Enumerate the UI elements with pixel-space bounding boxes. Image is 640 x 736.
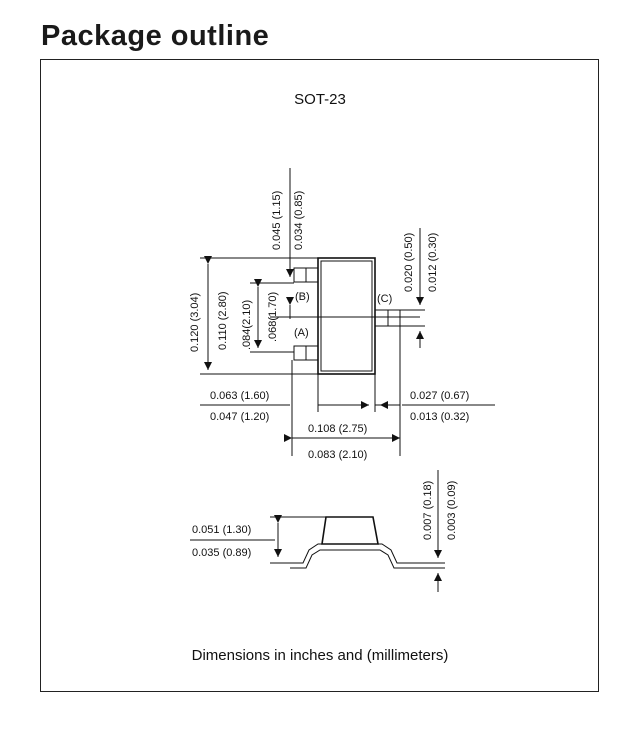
dim-height-min: 0.110 (2.80): [217, 291, 229, 350]
dim-lead-length-max: 0.027 (0.67): [410, 390, 469, 402]
side-leads-top: [290, 543, 405, 564]
dim-pitch-min: .068(1.70): [267, 292, 279, 342]
dim-lead-thickness-max: 0.007 (0.18): [422, 481, 434, 540]
pin-label-b: (B): [295, 291, 310, 303]
dim-lead-length-min: 0.013 (0.32): [410, 411, 469, 423]
section-heading: Package outline: [41, 20, 270, 52]
dim-body-width-min: 0.047 (1.20): [210, 411, 269, 423]
dim-height-max: 0.120 (3.04): [189, 293, 201, 352]
pin-label-a: (A): [294, 327, 309, 339]
dim-side-height-min: 0.035 (0.89): [192, 547, 251, 559]
dim-pitch-max: .084(2.10): [241, 300, 253, 350]
package-body: [317, 257, 376, 375]
side-leads-bottom: [290, 549, 405, 569]
dim-overall-width-min: 0.083 (2.10): [308, 449, 367, 461]
side-body: [321, 516, 379, 545]
dimensions-note: Dimensions in inches and (millimeters): [192, 647, 449, 664]
dim-body-width-max: 0.063 (1.60): [210, 390, 269, 402]
dim-lead-width-min: 0.034 (0.85): [293, 191, 305, 250]
package-name: SOT-23: [294, 91, 346, 108]
diagram-frame: [40, 59, 599, 692]
side-view: 0.051 (1.30) 0.035 (0.89) 0.007 (0.18) 0…: [190, 470, 458, 592]
dim-overall-width-max: 0.108 (2.75): [308, 423, 367, 435]
dim-lead-c-min: 0.012 (0.30): [427, 233, 439, 292]
dim-lead-c-max: 0.020 (0.50): [403, 233, 415, 292]
package-body-inner: [320, 260, 373, 372]
dim-lead-thickness-min: 0.003 (0.09): [446, 481, 458, 540]
top-view: (B) (A) (C) 0.045 (1.15) 0.034 (0.85) 0.…: [189, 168, 495, 461]
dim-lead-width-max: 0.045 (1.15): [271, 191, 283, 250]
dim-side-height-max: 0.051 (1.30): [192, 524, 251, 536]
pin-label-c: (C): [377, 293, 392, 305]
